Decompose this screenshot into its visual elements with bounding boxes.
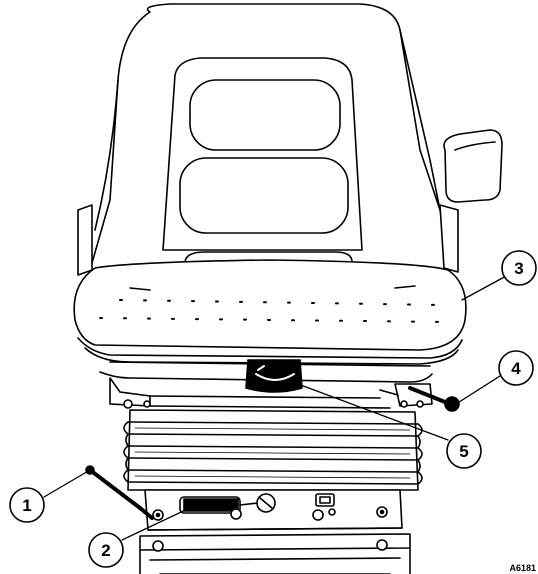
callout-label-1: 1 [22, 496, 31, 515]
callout-3: 3 [501, 250, 537, 286]
backrest-pad-lower [184, 251, 353, 276]
leader-line-3 [461, 274, 509, 301]
callout-4: 4 [498, 350, 534, 386]
leader-line-1 [43, 469, 91, 498]
height-adjust-lever [408, 386, 460, 412]
leader-lines [43, 274, 509, 541]
callout-label-2: 2 [101, 541, 110, 560]
leader-line-4 [455, 375, 501, 405]
figure-id: A6181 [509, 563, 536, 573]
armrest [443, 129, 503, 203]
callout-2: 2 [88, 532, 124, 568]
callout-label-3: 3 [514, 259, 523, 278]
callout-1: 1 [9, 487, 45, 523]
weight-adjuster-knob [245, 359, 303, 393]
leader-line-2 [121, 504, 197, 541]
backrest-pad-middle [179, 157, 349, 234]
fore-aft-handle-grip [183, 498, 239, 512]
seat-backrest [77, 3, 459, 276]
suspension-bellows [123, 409, 423, 491]
callout-5: 5 [446, 433, 482, 469]
callout-label-4: 4 [511, 359, 521, 378]
callout-label-5: 5 [459, 442, 468, 461]
seat-base-frame [139, 489, 411, 574]
seat-cushion [73, 259, 467, 365]
leader-line-5 [297, 383, 449, 441]
backrest-pad-upper [189, 79, 341, 151]
